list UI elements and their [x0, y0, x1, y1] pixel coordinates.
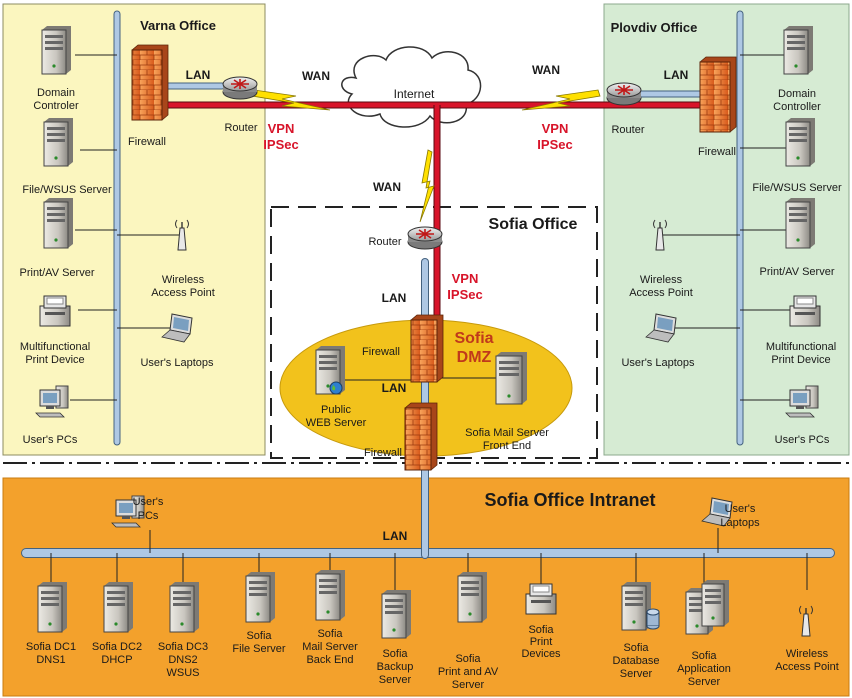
wan-bolt-sofia [420, 150, 434, 222]
lan-label-intranet: LAN [383, 529, 408, 543]
varna-router [223, 77, 257, 99]
dmz-mail-front-server [496, 352, 527, 404]
wan-label-sofia: WAN [373, 180, 401, 194]
sofia-dc3-server [170, 582, 199, 632]
plovdiv-office-title: Plovdiv Office [611, 20, 698, 35]
plovdiv-pcs-label: User's PCs [775, 434, 830, 446]
plovdiv-file-wsus-server [786, 118, 815, 166]
varna-domain-controller [42, 26, 71, 74]
sofia-router [408, 227, 442, 249]
router-label-plovdiv: Router [611, 124, 644, 136]
dmz-web-globe [330, 382, 342, 394]
plovdiv-laptops-label: User's Laptops [621, 357, 695, 369]
router-label-sofia: Router [368, 236, 401, 248]
varna-file-wsus-server [44, 118, 73, 166]
sofia-print-devices [526, 584, 556, 614]
wan-label-varna: WAN [302, 69, 330, 83]
sofia-application-server-b [702, 580, 729, 626]
plovdiv-firewall [700, 57, 736, 132]
sofia-database-cylinder [647, 609, 659, 629]
varna-laptops-label: User's Laptops [140, 357, 214, 369]
sofia-dc1-server [38, 582, 67, 632]
plovdiv-print-av-label: Print/AV Server [760, 266, 835, 278]
varna-office-title: Varna Office [140, 18, 216, 33]
varna-file-wsus-label: File/WSUS Server [22, 184, 112, 196]
lan-label-varna: LAN [186, 68, 211, 82]
dmz-firewall-upper [411, 315, 443, 382]
varna-firewall [132, 45, 168, 120]
sofia-mail-back-server [316, 570, 345, 620]
sofia-print-av-server [458, 572, 487, 622]
router-label-varna: Router [224, 122, 257, 134]
plovdiv-domain-controller [784, 26, 813, 74]
lan-label-plovdiv: LAN [664, 68, 689, 82]
sofia-dc2-server [104, 582, 133, 632]
plovdiv-router [607, 83, 641, 105]
plovdiv-file-wsus-label: File/WSUS Server [752, 182, 842, 194]
sofia-backup-server [382, 590, 411, 638]
intranet-title: Sofia Office Intranet [484, 490, 655, 510]
sofia-office-title: Sofia Office [489, 216, 578, 233]
lan-label-sofia: LAN [382, 291, 407, 305]
varna-print-av-server [44, 198, 73, 248]
plovdiv-print-av-server [786, 198, 815, 248]
varna-multifunctional-printer [40, 296, 70, 326]
internet-label: Internet [394, 87, 435, 101]
firewall-label-varna: Firewall [128, 136, 166, 148]
varna-pcs-label: User's PCs [23, 434, 78, 446]
dmz-firewall-lower [405, 403, 437, 470]
firewall-label-intranet: Firewall [364, 447, 402, 459]
wan-label-plovdiv: WAN [532, 63, 560, 77]
varna-print-av-label: Print/AV Server [20, 267, 95, 279]
firewall-label-dmz: Firewall [362, 346, 400, 358]
lan-label-dmz: LAN [382, 381, 407, 395]
plovdiv-multifunctional-printer [790, 296, 820, 326]
sofia-file-server [246, 572, 275, 622]
firewall-label-plovdiv: Firewall [698, 146, 736, 158]
